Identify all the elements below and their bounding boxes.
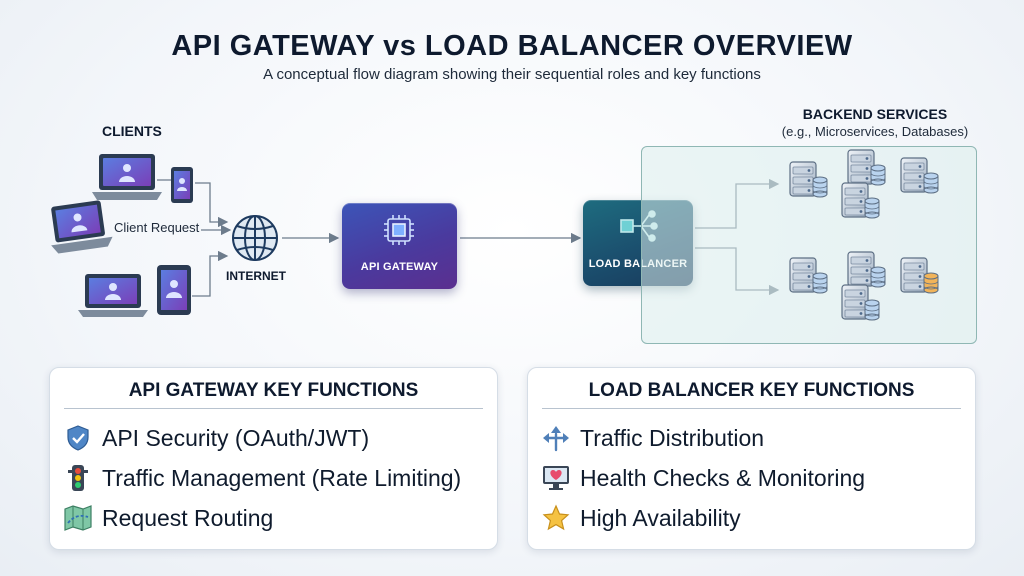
traffic-light-icon xyxy=(64,464,92,492)
list-item: API Security (OAuth/JWT) xyxy=(64,423,369,453)
clients-label: CLIENTS xyxy=(102,123,162,139)
api-gateway-label: API GATEWAY xyxy=(360,261,439,273)
card-title: API GATEWAY KEY FUNCTIONS xyxy=(128,380,419,401)
list-item: Traffic Management (Rate Limiting) xyxy=(64,463,461,493)
api-gateway-node: API GATEWAY xyxy=(342,203,457,289)
globe-icon xyxy=(232,215,278,261)
divider xyxy=(64,408,483,409)
internet-label: INTERNET xyxy=(226,269,286,283)
server-icon xyxy=(900,257,939,294)
api-gateway-functions-card: API GATEWAY KEY FUNCTIONS API Security (… xyxy=(49,367,498,550)
server-icon xyxy=(841,284,880,321)
list-item: Request Routing xyxy=(64,503,273,533)
server-icon xyxy=(847,251,886,288)
laptop-icon xyxy=(92,154,162,200)
shield-icon xyxy=(64,424,92,452)
page-title: API GATEWAY vs LOAD BALANCER OVERVIEW xyxy=(171,30,853,62)
star-icon xyxy=(542,504,570,532)
server-icon xyxy=(841,182,880,219)
list-item: Traffic Distribution xyxy=(542,423,764,453)
list-item: High Availability xyxy=(542,503,741,533)
backend-services-sublabel: (e.g., Microservices, Databases) xyxy=(781,124,969,139)
heart-monitor-icon xyxy=(542,464,570,492)
client-request-label: Client Request xyxy=(112,220,202,235)
load-balancer-functions-card: LOAD BALANCER KEY FUNCTIONS Traffic Dist… xyxy=(527,367,976,550)
divider xyxy=(542,408,961,409)
laptop-icon xyxy=(51,200,113,254)
phone-icon xyxy=(171,167,193,203)
chip-icon xyxy=(384,215,414,245)
backend-services-label: BACKEND SERVICES xyxy=(802,106,948,122)
list-item: Health Checks & Monitoring xyxy=(542,463,865,493)
card-title: LOAD BALANCER KEY FUNCTIONS xyxy=(588,380,915,401)
split-arrows-icon xyxy=(542,424,570,452)
server-icon xyxy=(900,157,939,194)
server-icon xyxy=(789,257,828,294)
map-icon xyxy=(64,504,92,532)
laptop-icon xyxy=(78,274,148,317)
tablet-icon xyxy=(157,265,191,315)
page-subtitle: A conceptual flow diagram showing their … xyxy=(263,66,761,83)
server-icon xyxy=(847,149,886,186)
server-icon xyxy=(789,161,828,198)
